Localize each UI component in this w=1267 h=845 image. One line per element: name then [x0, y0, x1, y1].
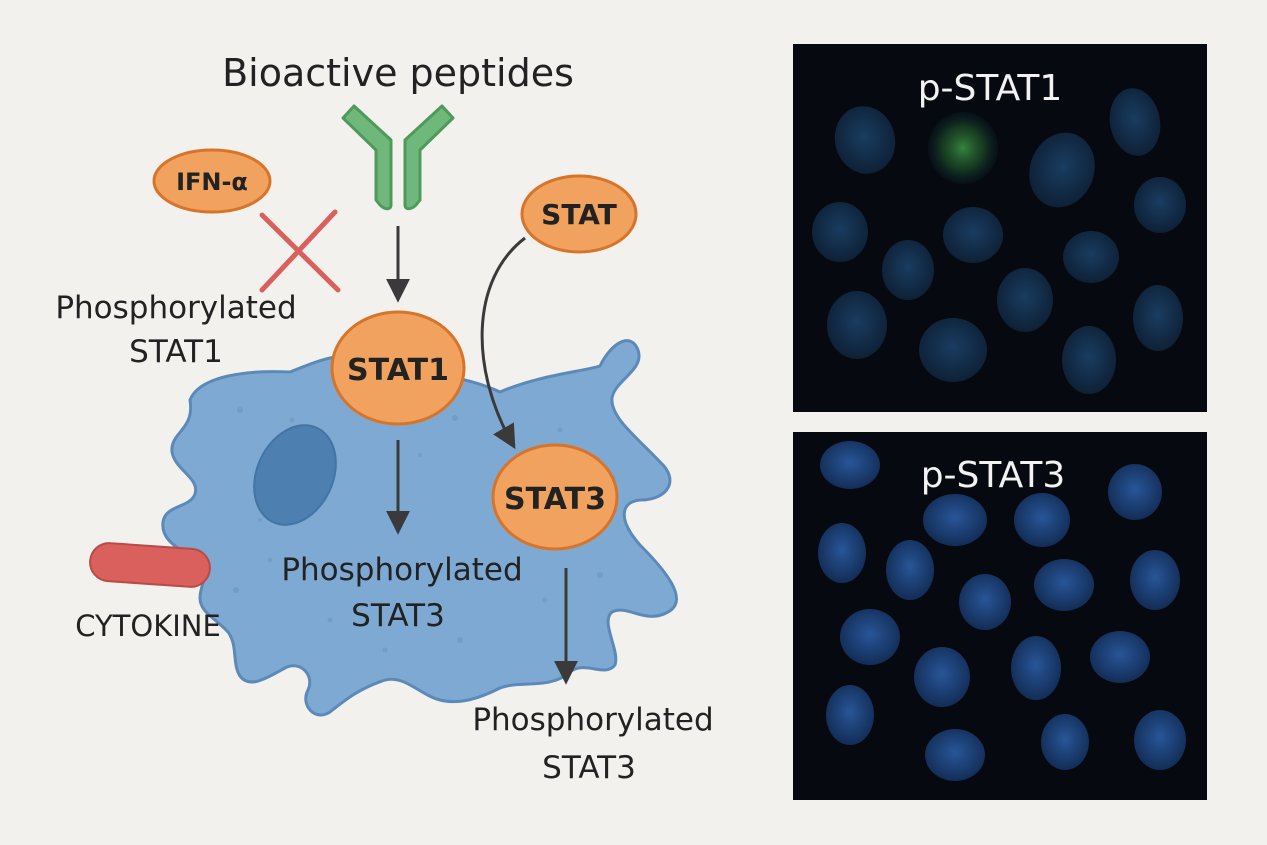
cell — [161, 339, 678, 717]
panel-p-stat1-nuclei — [812, 88, 1186, 394]
bottom-phospho-stat3-line1: Phosphorylated — [472, 702, 713, 738]
ifn-alpha-node: IFN-α — [152, 148, 272, 214]
cytokine-shape — [89, 542, 211, 588]
panel-p-stat3-title: p-STAT3 — [921, 455, 1066, 496]
cross-icon — [259, 209, 341, 293]
panel-p-stat3-nuclei — [818, 441, 1186, 781]
panel-p-stat3: p-STAT3 — [793, 432, 1207, 800]
stat-label: STAT — [541, 198, 617, 231]
green-signal-nucleus — [928, 112, 998, 184]
panel-p-stat1: p-STAT1 — [793, 44, 1207, 412]
ifn-alpha-label: IFN-α — [176, 168, 248, 196]
figure-title: Bioactive peptides — [222, 51, 574, 95]
cell-phospho-stat3-line1: Phosphorylated — [281, 552, 522, 588]
nucleus — [253, 424, 337, 526]
stat3-node: STAT3 — [491, 443, 619, 551]
panel-p-stat1-title: p-STAT1 — [918, 68, 1063, 109]
phospho-stat1-label-line1: Phosphorylated — [55, 290, 296, 326]
y-shaped-receptor-icon — [341, 104, 455, 211]
cytokine-label: CYTOKINE — [75, 609, 221, 643]
bottom-phospho-stat3-line2: STAT3 — [542, 750, 636, 786]
phospho-stat1-label-line2: STAT1 — [129, 334, 223, 370]
stat1-label: STAT1 — [347, 353, 449, 388]
cytokine: CYTOKINE — [75, 542, 221, 643]
stat-node: STAT — [520, 174, 638, 254]
arrows — [386, 226, 578, 685]
stat3-label: STAT3 — [504, 482, 606, 517]
stat1-node: STAT1 — [330, 310, 466, 426]
cell-phospho-stat3-line2: STAT3 — [351, 598, 445, 634]
arrow-stat-to-stat3 — [480, 236, 526, 450]
